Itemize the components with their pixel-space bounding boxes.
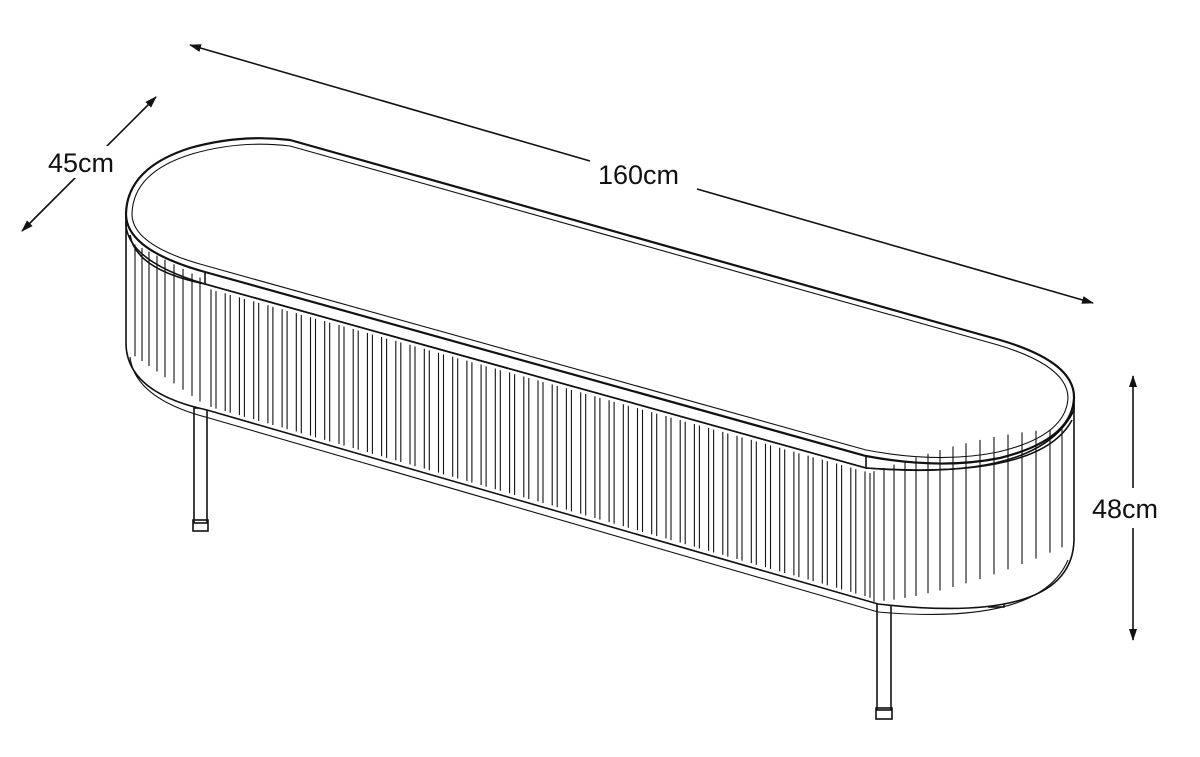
dimension-height: 48cm [1092, 375, 1158, 641]
depth-label: 45cm [48, 148, 114, 178]
length-arrow-left [189, 44, 591, 162]
dimension-depth: 45cm [21, 96, 157, 232]
top-front-thickness-2 [204, 272, 867, 470]
top-front-thickness-3 [865, 398, 1075, 472]
depth-label-bg [44, 146, 126, 178]
cabinet-body [125, 214, 1075, 615]
dimension-length: 160cm [189, 44, 1094, 304]
top-inner-edge [131, 143, 1069, 459]
bottom-trim [129, 356, 879, 613]
height-label: 48cm [1092, 494, 1158, 524]
body-outline [125, 214, 1075, 610]
bottom-trim-right [877, 559, 1069, 615]
flutes-front [210, 289, 871, 598]
flutes-left-end [134, 244, 201, 402]
leg-front-right [875, 595, 893, 720]
length-arrow-right [696, 188, 1094, 304]
leg-back-left [192, 407, 209, 532]
length-label: 160cm [598, 160, 679, 190]
